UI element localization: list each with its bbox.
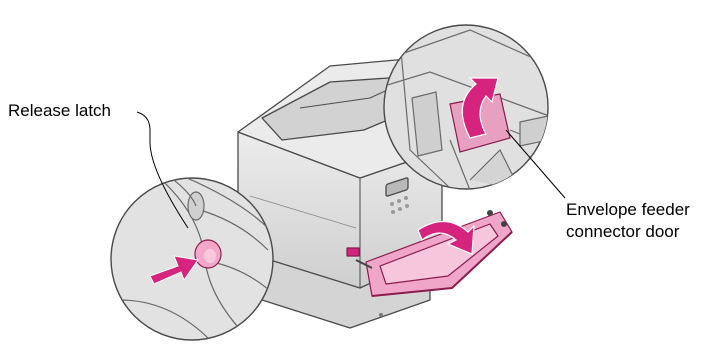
- envelope-label-line1: Envelope feeder: [566, 199, 690, 221]
- door-screw-left: [487, 210, 493, 216]
- connector-door-inset: [384, 25, 560, 190]
- envelope-feeder-connector-door-label: Envelope feeder connector door: [566, 199, 690, 243]
- door-hinge-left: [347, 248, 359, 256]
- release-latch-label: Release latch: [8, 100, 111, 122]
- envelope-label-line2: connector door: [566, 221, 690, 243]
- door-screw-right: [501, 221, 507, 227]
